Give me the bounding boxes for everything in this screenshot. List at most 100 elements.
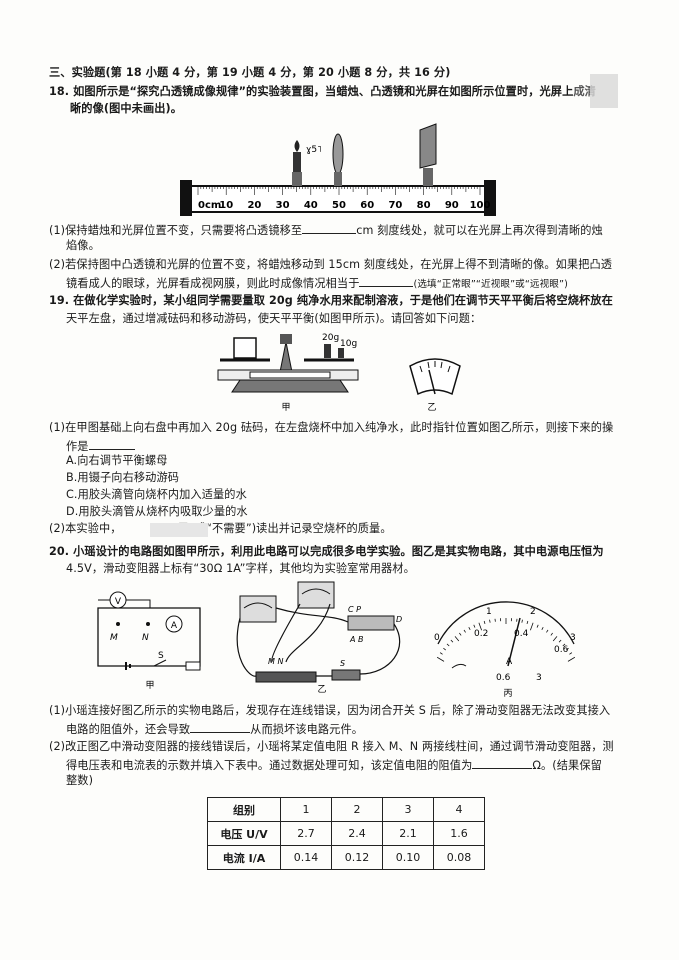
dial-terminal-3: 3 [536,673,542,683]
ruler-tick-label: 70 [388,200,402,211]
dial-scale-0-2: 0.2 [474,629,488,639]
table-row: 电压 U/V 2.7 2.4 2.1 1.6 [207,821,485,846]
q19-option-b[interactable]: B.用镊子向右移动游码 [66,471,180,484]
battery-symbol [125,662,131,670]
q18-sub1-text-a: (1)保持蜡烛和光屏位置不变，只需要将凸透镜移至 [49,224,303,237]
dial-unit-a: A [506,657,513,667]
svg-text:C P: C P [348,605,361,614]
section-header: 三、实验题(第 18 小题 4 分，第 19 小题 4 分，第 20 小题 8 … [49,66,451,79]
q19-option-c[interactable]: C.用胶头滴管向烧杯内加入适量的水 [66,488,247,501]
q19-line1: 19. 在做化学实验时，某小组同学需要量取 20g 纯净水用来配制溶液，于是他们… [49,294,613,307]
dial-scale-0-4: 0.4 [514,629,529,639]
ruler-tick-label: 60 [360,200,374,211]
q18-text: 18. 如图所示是“探究凸透镜成像规律”的实验装置图，当蜡烛、凸透镜和光屏在如图… [49,85,574,98]
voltmeter-label: V [115,597,122,607]
table-cell: 2 [331,797,383,822]
q20-answer-blank-2[interactable] [472,757,533,769]
physical-rheostat [347,615,395,631]
table-header-current: 电流 I/A [207,845,281,870]
q19-sub1-cont: 作是 [66,438,135,454]
q19-sub1: (1)在甲图基础上向右盘中再加入 20g 砝码，在左盘烧杯中加入纯净水，此时指针… [49,421,614,434]
svg-text:A B: A B [349,635,364,644]
switch-label: S [158,651,164,661]
table-cell: 4 [433,797,485,822]
fig-label-yi: 乙 [427,402,436,413]
ruler-tick-label: 80 [417,200,431,211]
svg-text:M N: M N [268,657,283,666]
weight-10g-label: 10g [340,339,357,349]
scan-blur-mark [150,523,208,537]
balance-figure: 20g 10g 甲 乙 [217,333,461,413]
physical-voltmeter [297,581,335,609]
q20-sub2-text-c: Ω。(结果保留 [532,759,602,772]
fig-label-jia-20: 甲 [145,680,154,691]
terminal-n-label: N [142,633,149,643]
svg-text:D: D [396,615,402,624]
ruler-tick-label: 10 [219,200,233,211]
bench-right-end [484,180,496,216]
q20-sub1: (1)小瑶连接好图乙所示的实物电路后，发现存在连线错误，因为闭合开关 S 后，除… [49,704,611,717]
table-cell: 0.14 [280,845,332,870]
ammeter-label: A [171,621,178,631]
q20-line1: 20. 小瑶设计的电路图如图甲所示，利用此电路可以完成很多电学实验。图乙是其实物… [49,545,604,558]
q20-sub2: (2)改正图乙中滑动变阻器的接线错误后，小瑶将某定值电阻 R 接入 M、N 两接… [49,740,614,753]
q18-sub2-cont: 镜看成人的眼球，光屏看成视网膜，则此时成像情况相当于(选填“正常眼”“近视眼”或… [66,275,568,292]
q19-option-d[interactable]: D.用胶头滴管从烧杯内吸取少量的水 [66,505,248,518]
dial-pointer [507,617,521,667]
q20-sub2-end: 整数) [66,774,94,787]
dial-terminal-0-6: 0.6 [496,673,511,683]
q20-answer-blank-1[interactable] [190,721,251,733]
dial-top-label-2: 2 [530,607,536,617]
ruler-tick-label: 20 [247,200,261,211]
ruler-unit-label: 0cm [198,200,221,211]
dial-scale-0-6: 0.6 [554,645,569,655]
q20-sub1-cont: 电路的阻值外，还会导致 从而损坏该电路元件。 [66,721,363,737]
light-screen [419,123,437,186]
q18-sub1-text-b: cm 刻度线处，就可以在光屏上再次得到清晰的烛 [356,224,603,237]
beaker [233,337,257,359]
q18-sub2-text-b: 镜看成人的眼球，光屏看成视网膜，则此时成像情况相当于 [66,277,360,290]
ruler-tick-label: 30 [276,200,290,211]
physical-switch [331,669,361,681]
weight-20g [324,344,331,358]
physical-battery [255,671,317,683]
balance-jia: 20g 10g 甲 [217,333,359,413]
dial-ticks [436,618,576,662]
q18-answer-blank-1[interactable] [302,222,357,234]
fig-label-bing: 丙 [503,688,512,698]
q20-sub1-text-c: 从而损坏该电路元件。 [250,723,364,736]
dial-scale-3: 3 [570,633,576,643]
table-header-voltage: 电压 U/V [207,821,281,846]
table-row: 电流 I/A 0.14 0.12 0.10 0.08 [207,845,485,870]
table-cell: 0.12 [331,845,383,870]
q20-line2: 4.5V，滑动变阻器上标有“30Ω 1A”字样，其他均为实验室常用器材。 [66,562,415,575]
table-cell: 0.08 [433,845,485,870]
ruler-tick-label: 50 [332,200,346,211]
ruler-tick-label: 100 [470,200,491,211]
q19-sub2-text-a: (2)本实验中， [49,522,122,535]
table-row: 组别 1 2 3 4 [207,797,485,822]
ruler-tick-label: 90 [445,200,459,211]
q18-answer-blank-2[interactable] [359,275,414,287]
candle: ɣ5˥ [292,140,322,186]
table-cell: 1 [280,797,332,822]
convex-lens [332,133,344,186]
ammeter-symbol [165,615,183,633]
data-table: 组别 1 2 3 4 电压 U/V 2.7 2.4 2.1 1.6 电流 I/A… [207,797,485,870]
q18-sub2: (2)若保持图中凸透镜和光屏的位置不变，将蜡烛移动到 15cm 刻度线处，在光屏… [49,258,613,271]
svg-text:S: S [340,659,345,668]
q19-sub1-text-b: 作是 [66,440,89,453]
table-cell: 2.1 [382,821,434,846]
q18-sub1: (1)保持蜡烛和光屏位置不变，只需要将凸透镜移至 cm 刻度线处，就可以在光屏上再… [49,222,603,238]
q19-answer-blank-1[interactable] [88,438,135,450]
q19-option-a[interactable]: A.向右调节平衡螺母 [66,454,168,467]
q19-sub2-text-b: 需”或“不需要”)读出并记录空烧杯的质量。 [177,522,392,535]
q20-sub1-text-b: 电路的阻值外，还会导致 [66,723,191,736]
q18-line1: 18. 如图所示是“探究凸透镜成像规律”的实验装置图，当蜡烛、凸透镜和光屏在如图… [49,85,596,99]
table-cell: 2.4 [331,821,383,846]
bench-left-end [180,180,192,216]
svg-text:ɣ5˥: ɣ5˥ [306,145,322,155]
